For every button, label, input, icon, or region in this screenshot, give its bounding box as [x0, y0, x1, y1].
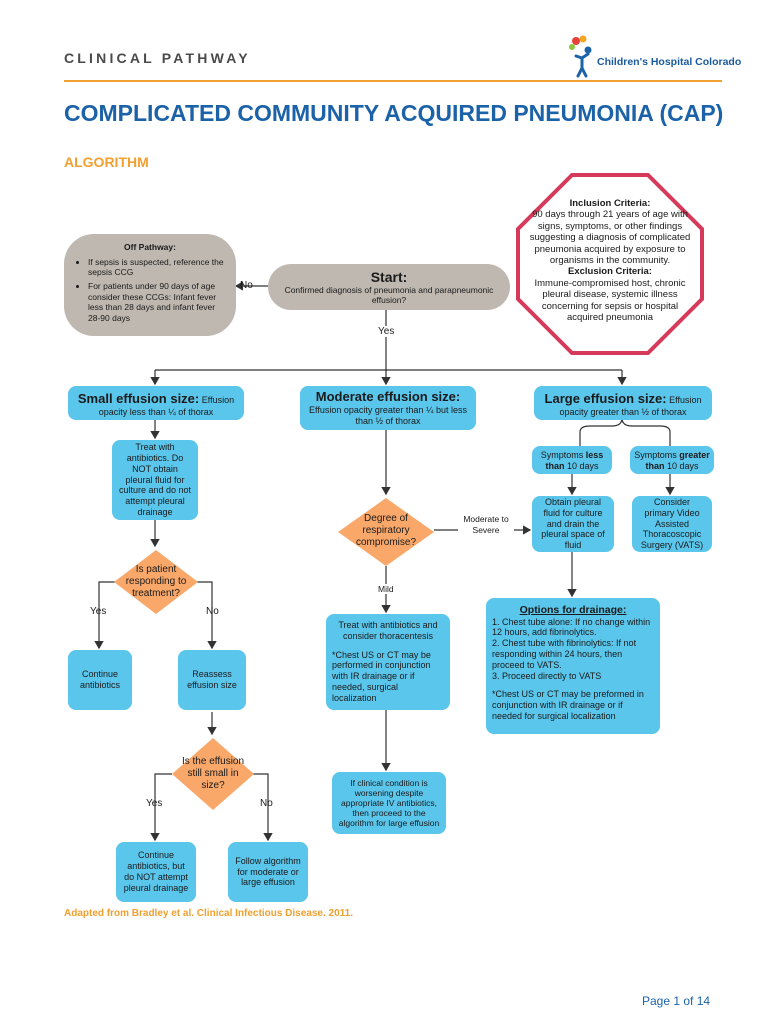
large-effusion-box: Large effusion size: Effusion opacity gr…: [534, 386, 712, 420]
connector-large-split: [579, 417, 671, 446]
off-pathway-box: Off Pathway: If sepsis is suspected, ref…: [64, 234, 236, 336]
drainage-note: *Chest US or CT may be preformed in conj…: [492, 689, 644, 721]
q-still-small-diamond: [172, 738, 254, 810]
label-mild: Mild: [378, 584, 394, 594]
moderate-treat-box: Treat with antibiotics and consider thor…: [326, 614, 450, 710]
header-label: CLINICAL PATHWAY: [64, 50, 251, 66]
symptoms-less-b: less than: [545, 450, 604, 471]
off-pathway-item: If sepsis is suspected, reference the se…: [88, 257, 226, 278]
hospital-logo-icon: [569, 35, 592, 78]
label-yes-small: Yes: [146, 798, 163, 809]
small-effusion-desc: Effusion opacity less than ¼ of thorax: [98, 395, 235, 417]
off-pathway-title: Off Pathway:: [124, 242, 176, 252]
criteria-octagon: [516, 173, 704, 355]
off-pathway-item: For patients under 90 days of age consid…: [88, 281, 226, 324]
reassess-box: Reassess effusion size: [178, 650, 246, 710]
inclusion-text: 90 days through 21 years of age with sig…: [529, 209, 691, 266]
connector-q-no: [196, 581, 217, 650]
symptoms-less-box: Symptoms less than 10 days: [532, 446, 612, 474]
start-box: Start: Confirmed diagnosis of pneumonia …: [268, 264, 510, 310]
connector-q2-yes: [150, 773, 172, 842]
moderate-treat-note: *Chest US or CT may be performed in conj…: [332, 649, 431, 703]
symptoms-greater-c: 10 days: [664, 460, 699, 471]
symptoms-less-c: 10 days: [564, 460, 599, 471]
q-responding-diamond: [114, 550, 198, 614]
vats-box: Consider primary Video Assisted Thoracos…: [632, 496, 712, 552]
label-moderate-severe: Moderate to Severe: [458, 514, 514, 536]
large-effusion-head: Large effusion size:: [544, 391, 667, 406]
start-title: Start:: [370, 268, 408, 285]
page-title: COMPLICATED COMMUNITY ACQUIRED PNEUMONIA…: [64, 100, 724, 126]
drainage-option: 3. Proceed directly to VATS: [492, 670, 602, 681]
continue-no-drain-box: Continue antibiotics, but do NOT attempt…: [116, 842, 196, 902]
symptoms-greater-b: greater than: [645, 450, 710, 471]
connector-q2-no: [252, 773, 273, 842]
q-responding-text: Is patient responding to treatment?: [125, 564, 187, 599]
q-resp-diamond: [338, 498, 434, 566]
drainage-options-title: Options for drainage:: [519, 604, 627, 616]
criteria-text: Inclusion Criteria: 90 days through 21 y…: [528, 198, 692, 323]
citation-footnote: Adapted from Bradley et al. Clinical Inf…: [64, 908, 353, 919]
moderate-treat-text: Treat with antibiotics and consider thor…: [338, 620, 438, 641]
label-no-off: No: [240, 280, 253, 291]
small-effusion-head: Small effusion size:: [77, 391, 200, 406]
worsening-box: If clinical condition is worsening despi…: [332, 772, 446, 834]
exclusion-title: Exclusion Criteria:: [568, 266, 652, 278]
exclusion-text: Immune-compromised host, chronic pleural…: [534, 277, 686, 323]
q-resp-text: Degree of respiratory compromise?: [355, 513, 417, 548]
connector-q-yes: [94, 581, 115, 650]
label-yes-resp: Yes: [90, 606, 107, 617]
drainage-option: 2. Chest tube with fibrinolytics: If not…: [492, 638, 637, 670]
symptoms-greater-a: Symptoms: [634, 450, 680, 460]
moderate-effusion-head: Moderate effusion size:: [315, 389, 461, 405]
q-still-small-text: Is the effusion still small in size?: [181, 756, 245, 791]
inclusion-title: Inclusion Criteria:: [569, 198, 651, 209]
continue-antibiotics-box: Continue antibiotics: [68, 650, 132, 710]
follow-algorithm-box: Follow algorithm for moderate or large e…: [228, 842, 308, 902]
page-number: Page 1 of 14: [642, 994, 711, 1008]
large-effusion-desc: Effusion opacity greater than ½ of thora…: [559, 395, 702, 417]
header-rule: [64, 80, 722, 82]
moderate-effusion-desc: Effusion opacity greater than ¼ but less…: [309, 405, 467, 426]
start-text: Confirmed diagnosis of pneumonia and par…: [284, 284, 494, 305]
small-treat-box: Treat with antibiotics. Do NOT obtain pl…: [112, 440, 198, 520]
drainage-options-box: Options for drainage: 1. Chest tube alon…: [486, 598, 660, 734]
label-no-small: No: [260, 798, 273, 809]
obtain-fluid-box: Obtain pleural fluid for culture and dra…: [532, 496, 614, 552]
section-title: ALGORITHM: [64, 154, 149, 170]
label-no-resp: No: [206, 606, 219, 617]
small-effusion-box: Small effusion size: Effusion opacity le…: [68, 386, 244, 420]
symptoms-greater-box: Symptoms greater than 10 days: [630, 446, 714, 474]
symptoms-less-a: Symptoms: [540, 450, 586, 460]
label-yes-start: Yes: [378, 326, 395, 337]
logo-text: Children's Hospital Colorado: [597, 56, 742, 68]
moderate-effusion-box: Moderate effusion size: Effusion opacity…: [300, 386, 476, 430]
drainage-option: 1. Chest tube alone: If no change within…: [492, 616, 651, 638]
